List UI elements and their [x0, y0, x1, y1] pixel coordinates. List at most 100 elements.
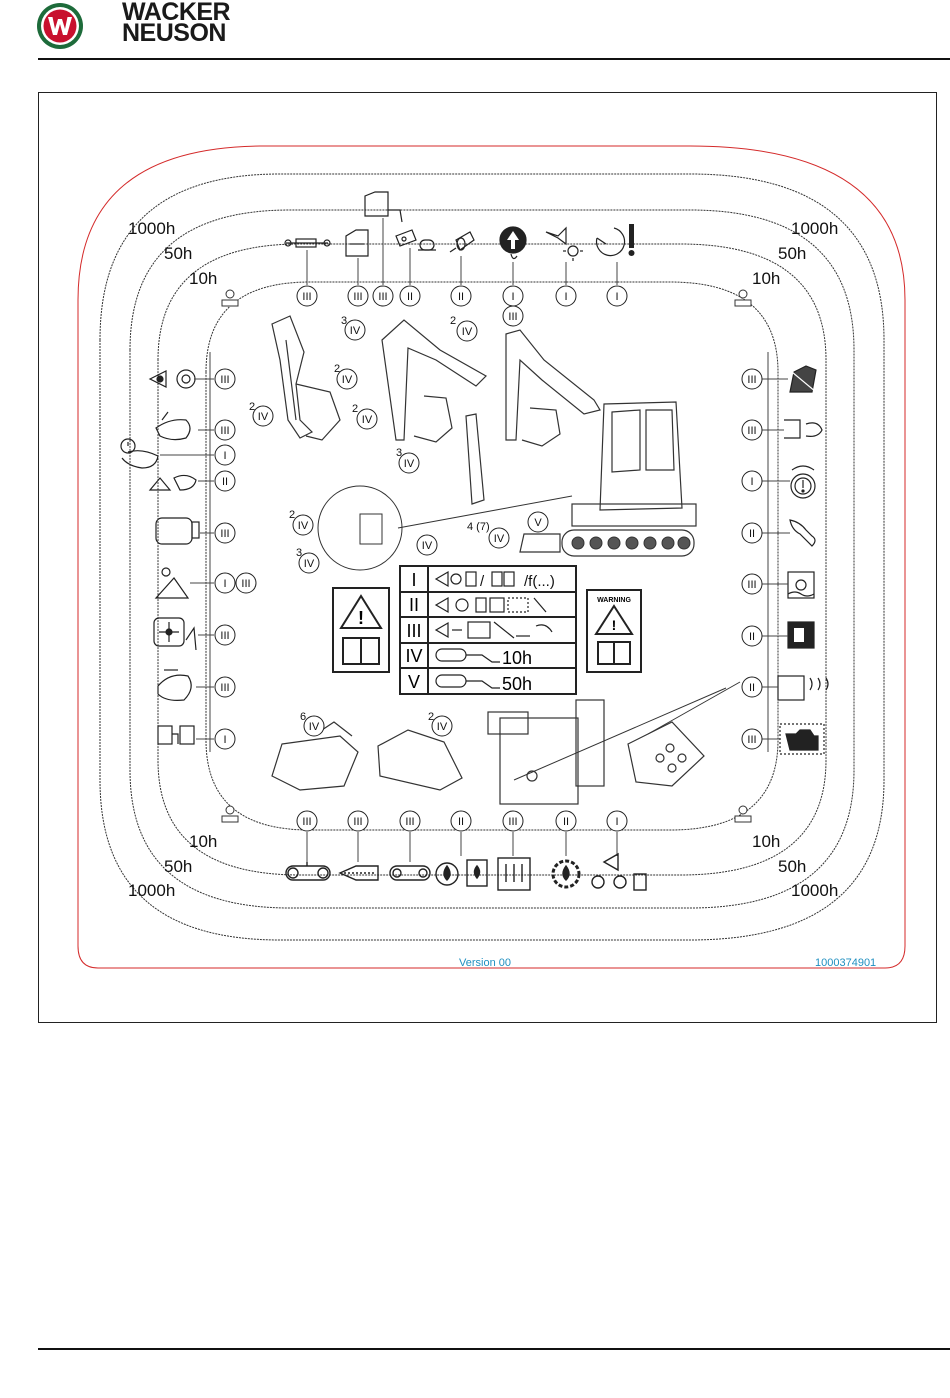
light-warning-icon — [784, 419, 823, 439]
label-text: IV — [422, 540, 433, 552]
label-text: III — [220, 425, 229, 437]
level-badge: III — [214, 624, 236, 646]
label-10h-tl: 10h — [189, 269, 217, 288]
engine-check-icon — [779, 723, 825, 755]
label-text: IV — [342, 374, 353, 386]
timer-controls-icon — [120, 438, 159, 469]
coolant-box-icon — [787, 571, 815, 599]
label-text: II — [458, 291, 464, 303]
boom-illustration — [381, 319, 487, 505]
lock-bucket-icon — [154, 567, 190, 599]
ring-1000h — [99, 173, 885, 941]
label-text: III — [747, 374, 756, 386]
label-text: II — [749, 682, 755, 694]
right-leaders — [762, 378, 790, 740]
interval-rings — [99, 173, 885, 941]
legend-interval: 50h — [502, 674, 532, 694]
level-badge: III — [741, 728, 763, 750]
level-badge: I — [502, 285, 524, 307]
level-badge: I — [606, 285, 628, 307]
label-50h-tr: 50h — [778, 244, 806, 263]
ring-50h — [129, 209, 855, 909]
callout-num: 2 — [352, 403, 358, 415]
label-text: I — [223, 450, 226, 462]
label-50h-tl: 50h — [164, 244, 192, 263]
brand-line-2: NEUSON — [122, 19, 226, 47]
label-text: III — [378, 291, 387, 303]
cab-door-icon — [345, 229, 369, 257]
label-text: III — [508, 311, 517, 323]
lift-point-icon — [734, 289, 752, 307]
callout-badge: IV — [292, 514, 314, 536]
belt-inspection-icon — [148, 369, 196, 389]
label-10h-bl: 10h — [189, 832, 217, 851]
legend-interval: 10h — [502, 648, 532, 668]
warning-triangle-icon — [594, 604, 634, 635]
callout-badge: IV — [356, 408, 378, 430]
label-50h-br: 50h — [778, 857, 806, 876]
label-text: IV — [404, 458, 415, 470]
service-indicator-icon — [790, 465, 816, 499]
bucket-hand-icon — [148, 474, 197, 491]
callout-num: 4 (7) — [467, 521, 490, 533]
track-illustration — [571, 536, 691, 550]
label-1000h-tr: 1000h — [791, 219, 838, 238]
label-text: IV — [462, 326, 473, 338]
engine-leader — [513, 687, 727, 781]
label-text: III — [747, 579, 756, 591]
label-1000h-tl: 1000h — [128, 219, 175, 238]
legend-roman: V — [408, 672, 420, 692]
level-badge: II — [741, 522, 763, 544]
level-badge: II — [741, 676, 763, 698]
track-roller-icon — [285, 862, 331, 881]
label-text: III — [353, 816, 362, 828]
label-text: II — [458, 816, 464, 828]
pin-bolt-icon — [418, 239, 436, 251]
lift-point-icon — [734, 805, 752, 823]
label-text: I — [564, 291, 567, 303]
callout-num: 3 — [396, 447, 402, 459]
filter-element-icon — [497, 857, 531, 891]
label-text: IV — [258, 411, 269, 423]
grease-nipple-icon — [338, 865, 379, 881]
level-badge: III — [214, 368, 236, 390]
excavator-illustration — [505, 329, 697, 557]
hose-clamp-icon — [449, 231, 475, 253]
hand-controls-icon — [155, 411, 191, 441]
label-text: III — [220, 374, 229, 386]
legend-roman: I — [411, 570, 416, 590]
label-text: II — [407, 291, 413, 303]
label-text: II — [563, 816, 569, 828]
level-badge: III — [741, 368, 763, 390]
level-badge: III — [296, 285, 318, 307]
lift-point-icon — [221, 289, 239, 307]
engine-oil-check-icon — [591, 852, 647, 891]
track-chain-icon — [389, 865, 431, 881]
right-icon-column — [777, 365, 829, 755]
level-badge: II — [741, 625, 763, 647]
detail-circle — [317, 485, 573, 571]
level-badge: III — [372, 285, 394, 307]
level-badge: II — [555, 810, 577, 832]
bottom-leaders — [306, 832, 618, 862]
level-badge: I — [555, 285, 577, 307]
callout-badge: IV — [398, 452, 420, 474]
engine-illustration — [487, 699, 605, 805]
exclamation-mark: ! — [612, 617, 617, 633]
ring-10h — [157, 243, 827, 876]
label-text: IV — [298, 520, 309, 532]
callout-badge: V — [527, 511, 549, 533]
exclamation-mark: ! — [358, 608, 364, 628]
callout-badge: IV — [456, 320, 478, 342]
version-caption: Version 00 — [459, 957, 511, 969]
tie-down-hook-icon — [499, 226, 527, 260]
outer-red-border — [77, 145, 906, 969]
level-badge: III — [296, 810, 318, 832]
warning-triangle-icon — [339, 594, 383, 629]
level-badge: III — [214, 419, 236, 441]
oil-drop-icon — [435, 859, 488, 887]
top-leaders — [306, 218, 618, 285]
label-text: IV — [437, 721, 448, 733]
level-badge: I — [214, 444, 236, 466]
legend-row-icons: / /f(...) — [434, 570, 555, 689]
